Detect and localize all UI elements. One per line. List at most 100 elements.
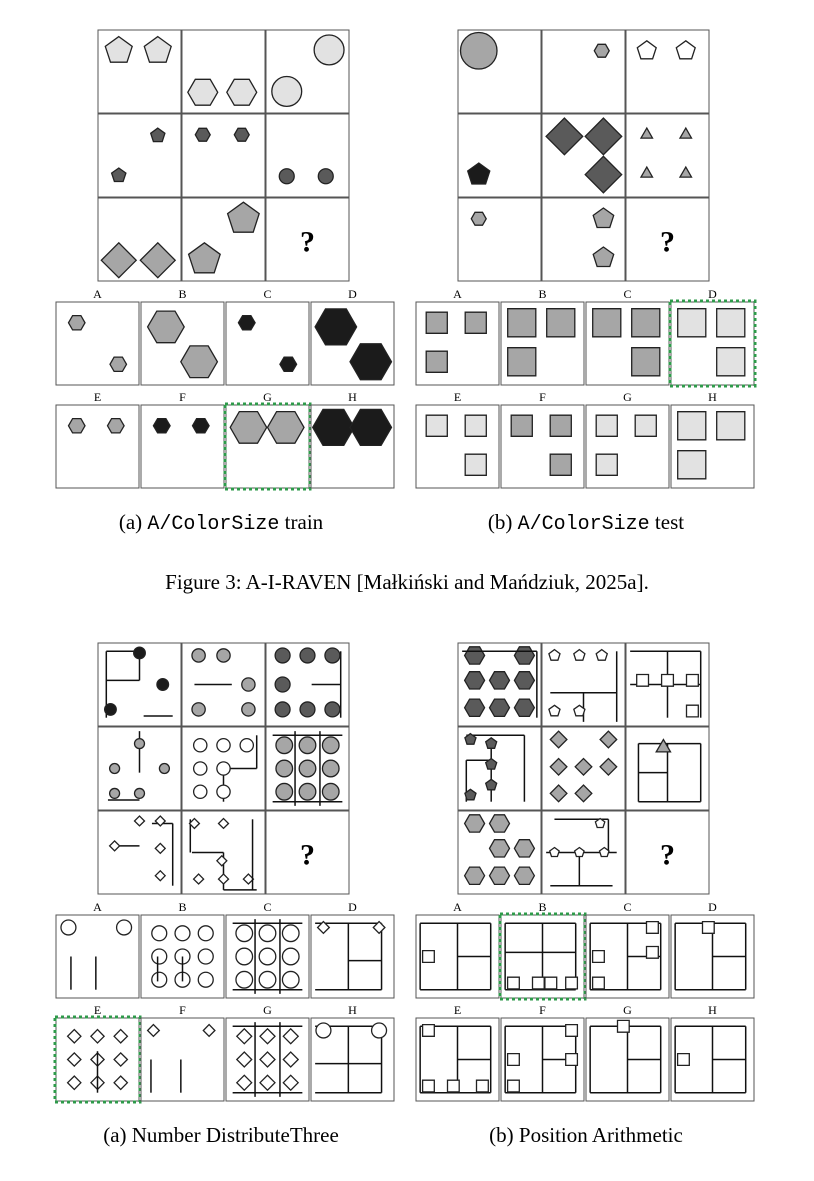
cell-border bbox=[55, 404, 140, 489]
circle-shape bbox=[216, 784, 231, 800]
answer-cell bbox=[415, 301, 500, 386]
triangle-shape bbox=[655, 738, 672, 753]
matrix-cell: ? bbox=[265, 197, 350, 282]
circle-shape bbox=[281, 970, 300, 989]
matrix-cell: ? bbox=[625, 197, 710, 282]
answer-label: B bbox=[178, 900, 186, 914]
square-shape bbox=[549, 453, 572, 476]
hexagon-shape bbox=[513, 866, 536, 886]
square-shape bbox=[645, 920, 659, 934]
diamond-shape bbox=[146, 1023, 161, 1038]
pentagon-shape bbox=[548, 704, 561, 717]
diamond-shape bbox=[89, 1028, 106, 1044]
matrix-cell bbox=[457, 642, 542, 727]
question-mark: ? bbox=[300, 226, 315, 259]
matrix-cell bbox=[265, 113, 350, 198]
circle-shape bbox=[192, 784, 208, 800]
pentagon-shape bbox=[464, 732, 477, 745]
answer-label: H bbox=[708, 390, 717, 404]
circle-shape bbox=[174, 925, 191, 942]
answer-label: G bbox=[263, 390, 272, 404]
correct-answer-highlight bbox=[498, 912, 587, 1001]
hexagon-shape bbox=[593, 43, 610, 58]
circle-shape bbox=[151, 948, 168, 965]
cell-border bbox=[265, 810, 350, 895]
circle-shape bbox=[321, 736, 340, 755]
diamond-shape bbox=[154, 869, 167, 882]
square-shape bbox=[425, 311, 448, 334]
square-shape bbox=[645, 945, 659, 959]
circle-shape bbox=[158, 762, 171, 775]
square-shape bbox=[685, 673, 699, 687]
square-shape bbox=[425, 350, 448, 373]
diamond-shape bbox=[549, 757, 568, 777]
circle-shape bbox=[315, 1022, 332, 1039]
square-shape bbox=[591, 976, 605, 990]
answer-label: G bbox=[623, 390, 632, 404]
hexagon-shape bbox=[187, 78, 219, 106]
matrix-cell bbox=[541, 726, 626, 811]
hexagon-shape bbox=[229, 410, 268, 444]
diamond-shape bbox=[235, 1074, 253, 1092]
circle-shape bbox=[321, 759, 340, 778]
cell-border bbox=[625, 197, 710, 282]
matrix-cell bbox=[181, 810, 266, 895]
answer-label: A bbox=[93, 287, 102, 301]
hexagon-shape bbox=[311, 408, 355, 447]
triangle-shape bbox=[639, 126, 654, 139]
answer-label: D bbox=[708, 900, 717, 914]
circle-shape bbox=[313, 34, 345, 66]
hexagon-shape bbox=[488, 814, 511, 833]
cell-border bbox=[625, 29, 710, 114]
square-shape bbox=[660, 673, 675, 687]
panel-a2-caption: (a) Number DistributeThree bbox=[103, 1123, 339, 1147]
square-shape bbox=[565, 976, 579, 990]
answer-cell bbox=[140, 1017, 225, 1102]
diamond-shape bbox=[574, 757, 593, 777]
circle-shape bbox=[235, 947, 254, 966]
pentagon-shape bbox=[594, 817, 606, 829]
hexagon-shape bbox=[349, 408, 393, 447]
question-mark: ? bbox=[660, 226, 675, 259]
panel-b1-caption: (b) A/ColorSize test bbox=[487, 510, 685, 536]
cell-border bbox=[541, 29, 626, 114]
matrix-cell bbox=[541, 642, 626, 727]
hexagon-shape bbox=[463, 646, 486, 665]
circle-shape bbox=[241, 677, 256, 692]
pentagon-shape bbox=[484, 757, 498, 770]
square-shape bbox=[546, 308, 576, 338]
answer-label: A bbox=[453, 900, 462, 914]
matrix-cell bbox=[625, 29, 710, 114]
matrix-cell bbox=[97, 642, 182, 727]
matrix-cell bbox=[97, 810, 182, 895]
answer-cell bbox=[310, 1017, 395, 1102]
circle-shape bbox=[274, 676, 291, 693]
circle-shape bbox=[197, 925, 214, 942]
hexagon-shape bbox=[513, 698, 536, 718]
circle-shape bbox=[275, 759, 294, 778]
diamond-shape bbox=[215, 854, 228, 867]
answer-cell bbox=[225, 404, 310, 489]
matrix-cell bbox=[457, 113, 542, 198]
answer-cell bbox=[415, 1017, 500, 1102]
pentagon-shape bbox=[104, 35, 133, 63]
answer-label: F bbox=[179, 1003, 186, 1017]
answer-label: F bbox=[539, 1003, 546, 1017]
answer-label: B bbox=[538, 287, 546, 301]
circle-shape bbox=[258, 947, 277, 966]
diamond-shape bbox=[66, 1075, 82, 1091]
matrix-cell bbox=[181, 197, 266, 282]
circle-shape bbox=[298, 782, 317, 801]
diamond-shape bbox=[316, 920, 331, 935]
matrix-cell bbox=[457, 197, 542, 282]
diamond-shape bbox=[282, 1027, 300, 1045]
answer-cell bbox=[310, 301, 395, 386]
answer-cell bbox=[55, 1017, 140, 1102]
answer-label: E bbox=[454, 390, 461, 404]
circle-shape bbox=[216, 648, 231, 663]
square-shape bbox=[591, 949, 605, 964]
diamond-shape bbox=[545, 117, 584, 156]
answer-label: C bbox=[263, 287, 271, 301]
diamond-shape bbox=[217, 873, 230, 885]
circle-shape bbox=[324, 647, 341, 664]
